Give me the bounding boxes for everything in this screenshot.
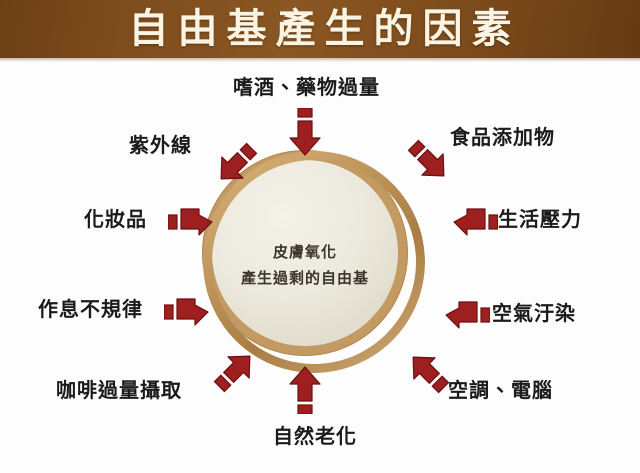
center-line-1: 皮膚氧化 xyxy=(272,243,337,261)
factor-label-uv-rays: 紫外線 xyxy=(129,135,192,157)
factor-label-cosmetics: 化妝品 xyxy=(84,209,147,231)
title-banner: 自由基產生的因素 xyxy=(0,0,640,58)
arrow-left-icon-air-pollution xyxy=(444,300,490,330)
factor-label-alcohol-drugs: 嗜酒、藥物過量 xyxy=(233,77,380,99)
banner-shadow xyxy=(0,58,640,62)
arrow-down-left-icon-food-additives xyxy=(405,137,453,185)
arrow-up-right-icon-excess-coffee xyxy=(211,347,259,395)
factor-label-life-stress: 生活壓力 xyxy=(498,209,582,231)
factor-label-air-pollution: 空氣汙染 xyxy=(492,303,576,325)
factor-label-ac-computer: 空調、電腦 xyxy=(448,380,553,402)
factor-label-food-additives: 食品添加物 xyxy=(450,127,555,149)
arrow-down-right-icon-uv-rays xyxy=(212,140,260,188)
arrow-left-icon-life-stress xyxy=(452,207,498,237)
arrow-right-icon-irregular-sleep xyxy=(164,297,210,327)
arrow-right-icon-cosmetics xyxy=(168,207,214,237)
page-title: 自由基產生的因素 xyxy=(128,7,521,51)
arrow-up-icon-natural-aging xyxy=(288,366,322,414)
arrow-up-left-icon-ac-computer xyxy=(404,348,452,396)
center-line-2: 產生過剩的自由基 xyxy=(240,269,369,287)
arrow-down-icon-alcohol-drugs xyxy=(288,108,322,156)
factor-label-natural-aging: 自然老化 xyxy=(273,426,357,448)
factor-label-irregular-sleep: 作息不規律 xyxy=(38,299,143,321)
factor-label-excess-coffee: 咖啡過量攝取 xyxy=(56,380,182,402)
center-circle-text: 皮膚氧化 產生過剩的自由基 xyxy=(212,160,398,346)
